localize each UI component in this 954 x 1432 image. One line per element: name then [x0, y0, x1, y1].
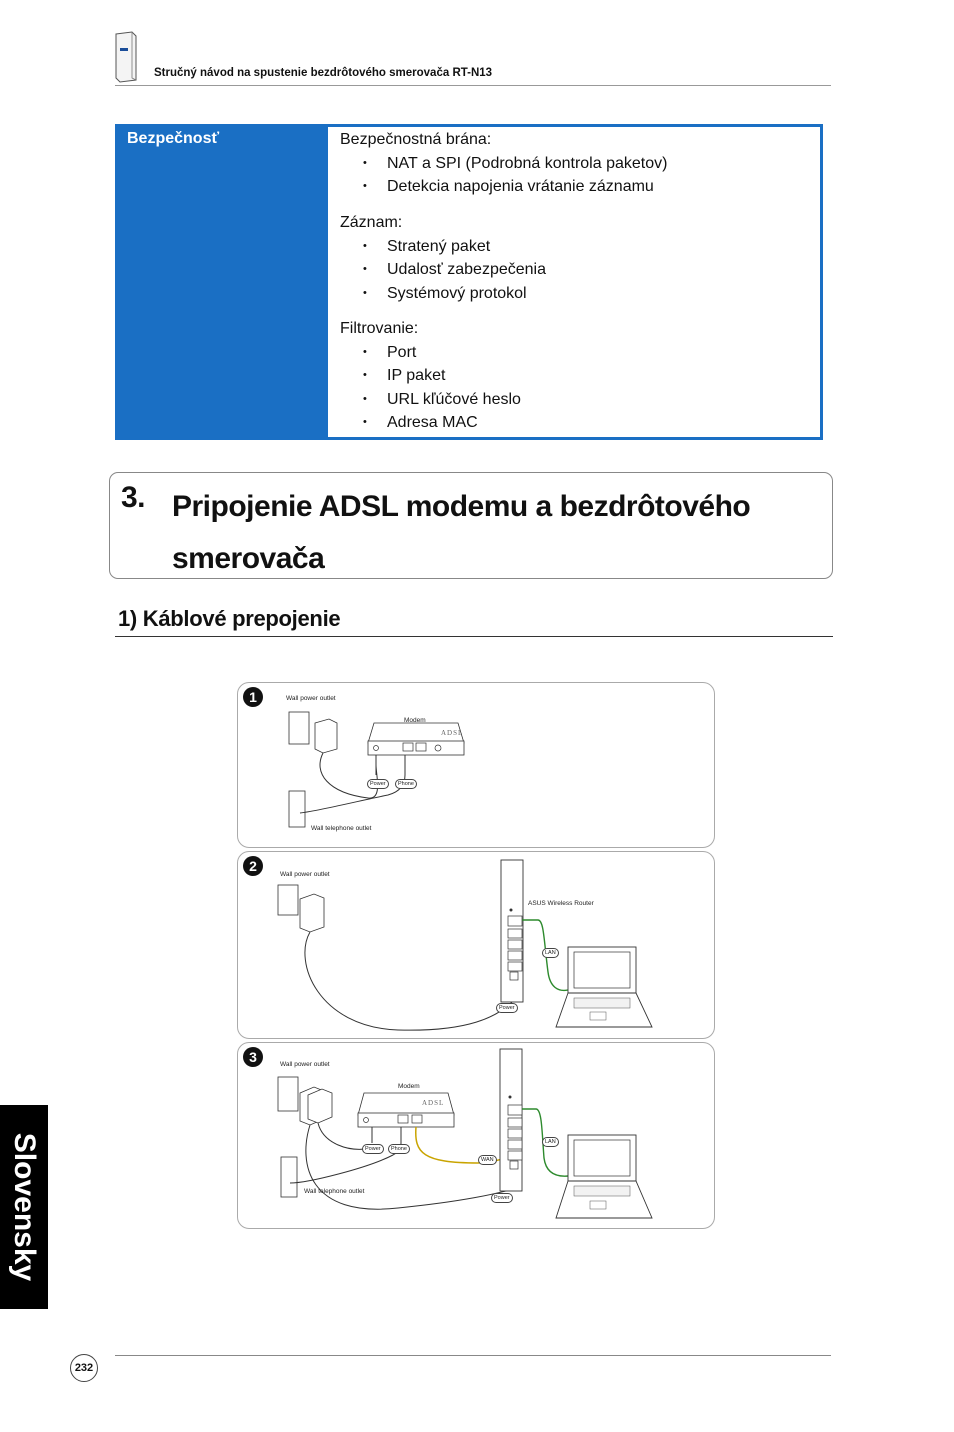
step-badge: 2	[243, 856, 263, 876]
wall-telephone-label: Wall telephone outlet	[304, 1188, 365, 1195]
adsl-label: ADSL	[441, 729, 464, 737]
security-label: Bezpečnosť	[127, 130, 220, 147]
diagram-1-drawing	[288, 711, 465, 828]
header-title: Stručný návod na spustenie bezdrôtového …	[154, 67, 493, 79]
diagram-panel-1: 1 Wall power outlet Modem ADSL Power Pho…	[237, 682, 715, 848]
wan-port-label: WAN	[478, 1155, 497, 1165]
list-item: Adresa MAC	[340, 411, 521, 435]
modem-label: Modem	[398, 1083, 420, 1090]
router-icon	[112, 30, 140, 84]
section-title: Pripojenie ADSL modemu a bezdrôtového sm…	[172, 490, 751, 575]
diagram-3-drawing	[277, 1048, 653, 1219]
group-title: Filtrovanie:	[340, 320, 419, 337]
adsl-label: ADSL	[422, 1099, 445, 1107]
power-port-label: Power	[496, 1003, 518, 1013]
section-number: 3.	[121, 481, 146, 514]
diagram-panel-2: 2 Wall power outlet ASUS Wireless Router…	[237, 851, 715, 1039]
security-group-filter: Filtrovanie: Port IP paket URL kľúčové h…	[340, 317, 521, 435]
footer-divider	[115, 1355, 831, 1356]
router-label: ASUS Wireless Router	[528, 900, 594, 907]
header-divider	[115, 85, 831, 86]
wall-power-label: Wall power outlet	[280, 1061, 330, 1068]
phone-port-label: Phone	[388, 1144, 410, 1154]
subsection-divider	[115, 636, 833, 637]
lan-port-label: LAN	[542, 948, 559, 958]
group-title: Bezpečnostná brána:	[340, 131, 492, 148]
list-item: Stratený paket	[340, 235, 546, 259]
power-port-label: Power	[362, 1144, 384, 1154]
lan-port-label: LAN	[542, 1137, 559, 1147]
router-power-port-label: Power	[491, 1193, 513, 1203]
section-heading-box: 3. Pripojenie ADSL modemu a bezdrôtového…	[109, 472, 833, 579]
diagram-2-drawing	[277, 859, 653, 1031]
security-table: Bezpečnosť Bezpečnostná brána: NAT a SPI…	[115, 124, 823, 440]
list-item: Detekcia napojenia vrátanie záznamu	[340, 175, 667, 199]
security-group-firewall: Bezpečnostná brána: NAT a SPI (Podrobná …	[340, 128, 667, 199]
subsection-title: 1) Káblové prepojenie	[118, 606, 341, 631]
power-port-label: Power	[367, 779, 389, 789]
wall-telephone-label: Wall telephone outlet	[311, 825, 372, 832]
list-item: Udalosť zabezpečenia	[340, 258, 546, 282]
list-item: URL kľúčové heslo	[340, 388, 521, 412]
security-group-log: Záznam: Stratený paket Udalosť zabezpeče…	[340, 211, 546, 305]
phone-port-label: Phone	[395, 779, 417, 789]
step-badge: 3	[243, 1047, 263, 1067]
diagram-panel-3: 3 Wall power outlet Modem ADSL Power Pho…	[237, 1042, 715, 1229]
step-badge: 1	[243, 687, 263, 707]
language-tab: Slovensky	[0, 1105, 48, 1309]
list-item: IP paket	[340, 364, 521, 388]
language-label: Slovensky	[8, 1132, 41, 1282]
list-item: Port	[340, 341, 521, 365]
group-title: Záznam:	[340, 214, 403, 231]
list-item: Systémový protokol	[340, 282, 546, 306]
wall-power-label: Wall power outlet	[280, 871, 330, 878]
list-item: NAT a SPI (Podrobná kontrola paketov)	[340, 152, 667, 176]
modem-label: Modem	[404, 717, 426, 724]
wall-power-label: Wall power outlet	[286, 695, 336, 702]
security-details: Bezpečnostná brána: NAT a SPI (Podrobná …	[328, 127, 820, 437]
page-number: 232	[70, 1354, 98, 1382]
